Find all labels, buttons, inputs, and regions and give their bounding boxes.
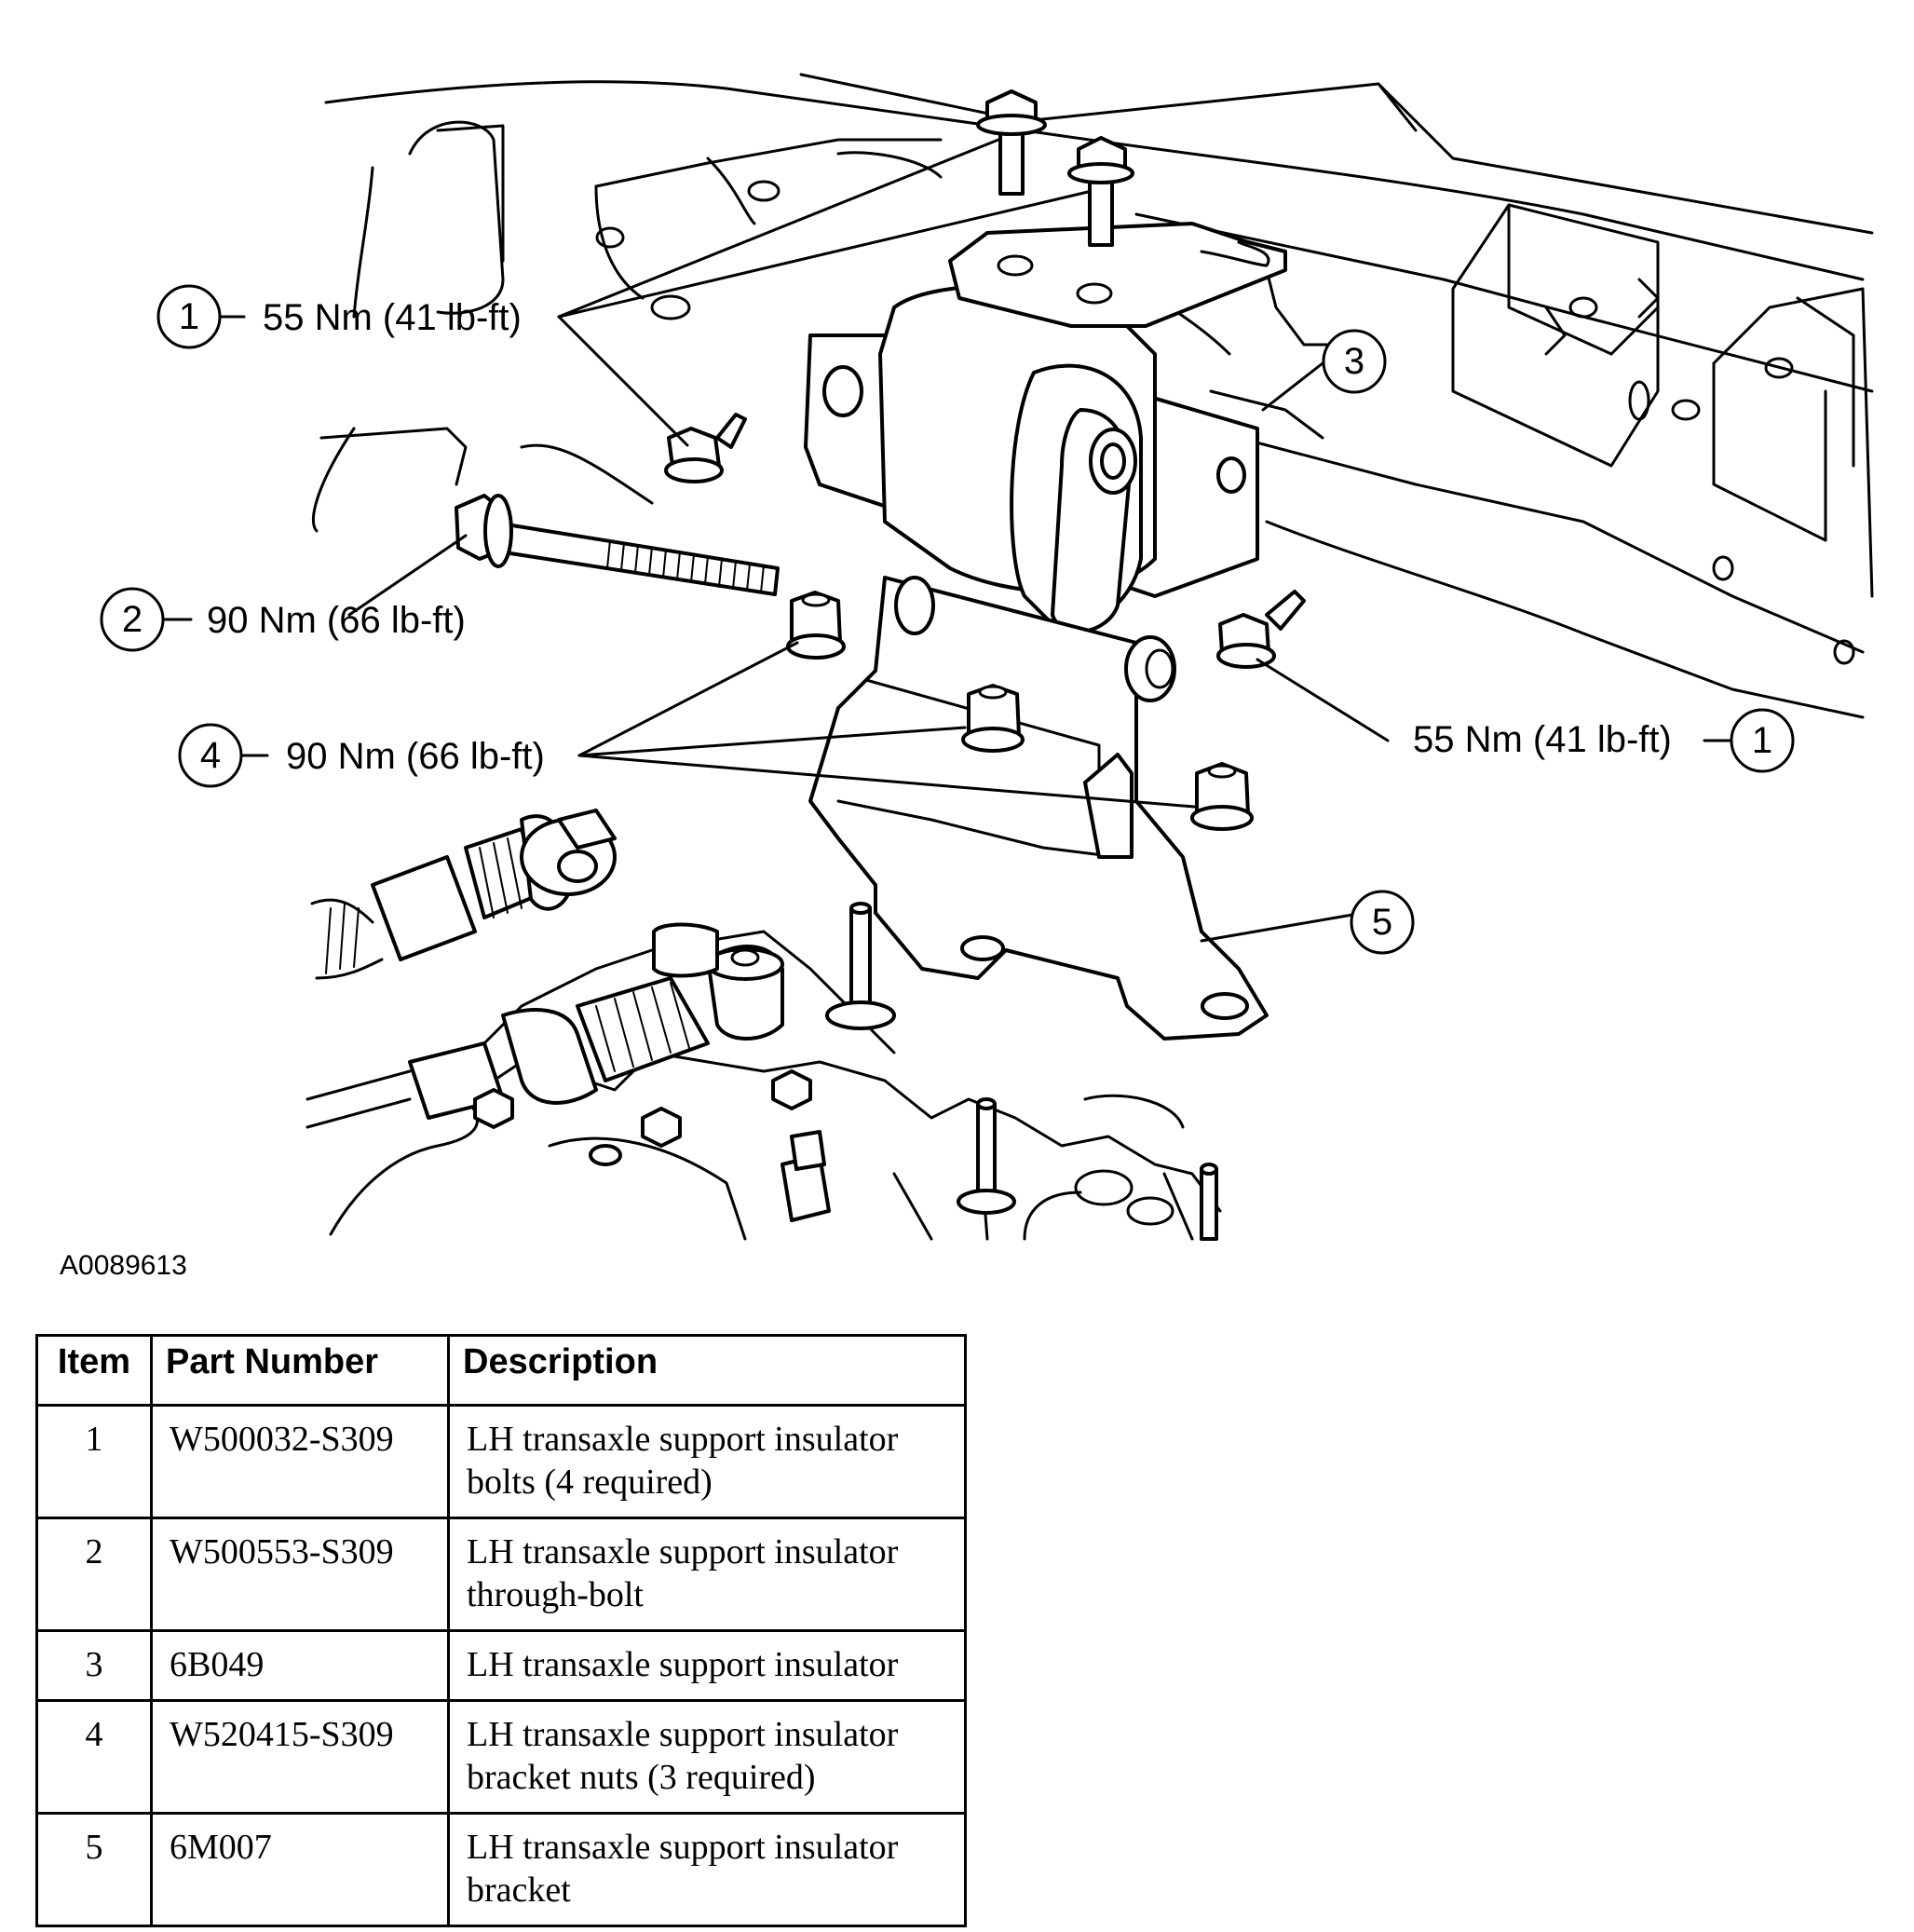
figure-id: A0089613 <box>60 1250 187 1281</box>
bolt-item-1-c <box>664 413 747 483</box>
bolt-item-1-d <box>1216 590 1306 669</box>
part-number-cell: W520415-S309 <box>150 1699 450 1815</box>
shift-cable-lower <box>305 945 784 1129</box>
callout-number: 2 <box>122 599 143 640</box>
table-header-row: Item Part Number Description <box>35 1334 967 1407</box>
description-cell: LH transaxle support insulator bolts (4 … <box>447 1404 967 1519</box>
callout-circle <box>1322 329 1387 394</box>
callout-circle <box>1350 890 1415 955</box>
part-number-cell: 6B049 <box>150 1629 450 1702</box>
leader-lines <box>347 138 1390 943</box>
bolt-item-1-a <box>976 89 1047 196</box>
description-cell: LH transaxle support insulator bracket <box>447 1812 967 1927</box>
callout-1-right: 55 Nm (41 lb-ft) 1 <box>1413 708 1795 773</box>
description-cell: LH transaxle support insulator through-b… <box>447 1517 967 1632</box>
item-cell: 3 <box>35 1629 153 1702</box>
exploded-view-diagram: 1 55 Nm (41 lb-ft) 2 90 Nm (66 lb-ft) 4 … <box>60 73 1874 1281</box>
nut-item-4-b <box>961 684 1025 753</box>
callout-2: 2 90 Nm (66 lb-ft) <box>100 587 466 652</box>
parts-table: Item Part Number Description 1 W500032-S… <box>35 1334 967 1927</box>
callout-3: 3 <box>1322 329 1387 394</box>
column-header-description: Description <box>447 1334 967 1407</box>
bolt-item-1-b <box>1067 136 1134 247</box>
torque-label: 90 Nm (66 lb-ft) <box>286 736 545 777</box>
torque-label: 55 Nm (41 lb-ft) <box>1413 719 1672 760</box>
nut-item-4-a <box>786 591 846 660</box>
part-number-cell: W500553-S309 <box>150 1517 450 1632</box>
table-row: 5 6M007 LH transaxle support insulator b… <box>35 1812 967 1927</box>
callout-number: 1 <box>179 296 199 337</box>
through-bolt-item-2 <box>455 494 780 596</box>
shift-cable-upper <box>310 809 617 980</box>
part-number-cell: W500032-S309 <box>150 1404 450 1519</box>
table-row: 2 W500553-S309 LH transaxle support insu… <box>35 1517 967 1632</box>
nut-item-4-c <box>1190 762 1254 831</box>
column-header-item: Item <box>35 1334 153 1407</box>
part-number-cell: 6M007 <box>150 1812 450 1927</box>
callout-4: 4 90 Nm (66 lb-ft) <box>178 723 545 788</box>
body-structure-lines <box>311 73 1874 719</box>
item-cell: 2 <box>35 1517 153 1632</box>
callout-number: 4 <box>200 735 221 776</box>
callout-number: 5 <box>1372 902 1392 943</box>
description-cell: LH transaxle support insulator bracket n… <box>447 1699 967 1815</box>
item-cell: 1 <box>35 1404 153 1519</box>
table-row: 3 6B049 LH transaxle support insulator <box>35 1629 967 1702</box>
table-row: 1 W500032-S309 LH transaxle support insu… <box>35 1404 967 1519</box>
item-cell: 5 <box>35 1812 153 1927</box>
callout-5: 5 <box>1350 890 1415 955</box>
item-cell: 4 <box>35 1699 153 1815</box>
transaxle-support-insulator <box>804 222 1287 633</box>
column-header-part-number: Part Number <box>150 1334 450 1407</box>
callout-number: 1 <box>1752 720 1772 761</box>
callout-number: 3 <box>1344 341 1364 382</box>
callout-1-top: 1 55 Nm (41 lb-ft) <box>156 284 522 349</box>
torque-label: 55 Nm (41 lb-ft) <box>263 297 522 338</box>
table-row: 4 W520415-S309 LH transaxle support insu… <box>35 1699 967 1815</box>
insulator-bracket <box>808 576 1269 1041</box>
description-cell: LH transaxle support insulator <box>447 1629 967 1702</box>
torque-label: 90 Nm (66 lb-ft) <box>207 600 466 641</box>
transaxle-studs <box>473 902 1218 1241</box>
callout-circle <box>1730 708 1795 773</box>
